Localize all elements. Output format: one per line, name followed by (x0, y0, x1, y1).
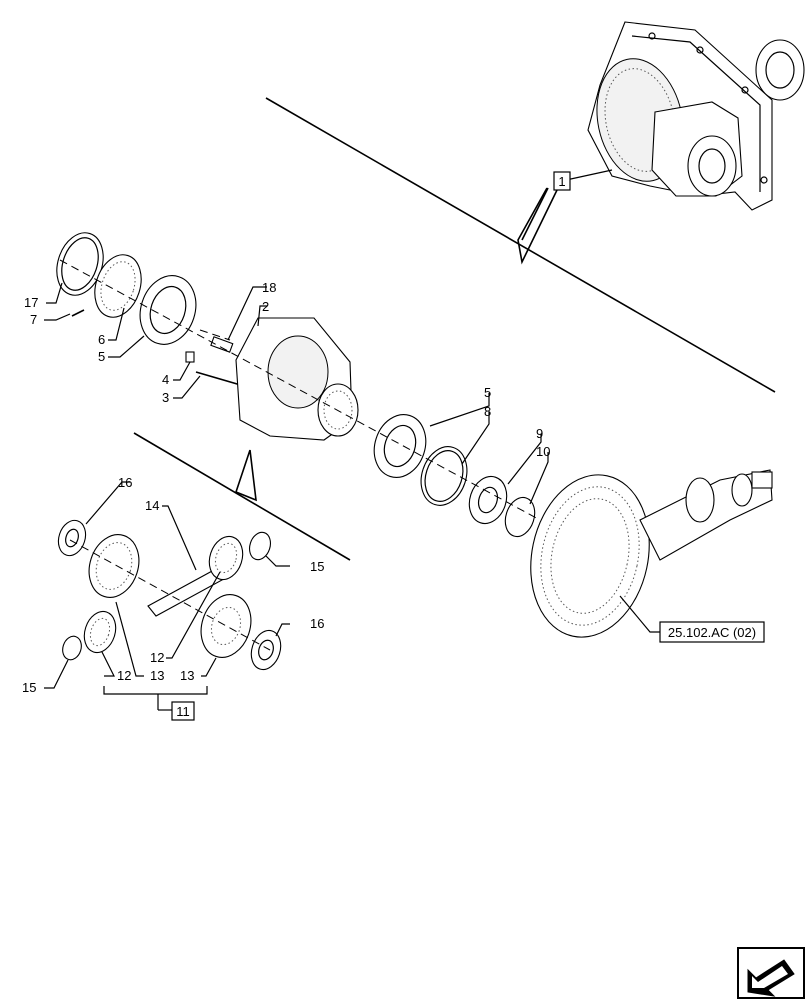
roller-cage-6 (94, 254, 142, 318)
bearing-5-right (373, 414, 427, 478)
callout-15-top: 15 (310, 559, 324, 574)
callout-12-top: 12 (150, 650, 164, 665)
side-gear-13-left (88, 534, 140, 598)
reference-link[interactable]: 25.102.AC (02) (668, 625, 756, 640)
callout-18: 18 (262, 280, 276, 295)
callout-1: 1 (558, 174, 565, 189)
thrust-washer-15-top (249, 531, 271, 561)
next-page-arrow-icon[interactable] (737, 947, 805, 999)
pinion-gear-12-bottom (83, 610, 117, 654)
callout-7: 7 (30, 312, 37, 327)
callout-17: 17 (24, 295, 38, 310)
callout-14: 14 (145, 498, 159, 513)
callout-labels: 1 17 7 6 5 18 2 4 3 5 8 9 10 16 14 15 16… (22, 171, 765, 721)
callout-5-right: 5 (484, 385, 491, 400)
thrust-washer-16-left (57, 519, 87, 557)
callout-15-bottom: 15 (22, 680, 36, 695)
callout-9: 9 (536, 426, 543, 441)
thrust-washer-16-right (250, 629, 282, 671)
differential-case-2 (235, 317, 359, 441)
differential-assembly-illustration (587, 21, 805, 211)
adjuster-nut-9 (468, 475, 508, 525)
bearing-5-left (139, 275, 197, 345)
group-leader-lines (133, 97, 776, 561)
callout-16-left: 16 (118, 475, 132, 490)
pin-7 (71, 309, 85, 317)
thrust-washer-15-bottom (62, 635, 82, 661)
ring-10 (504, 496, 536, 538)
shaft-3 (195, 371, 245, 387)
callout-10: 10 (536, 444, 550, 459)
callout-16-right: 16 (310, 616, 324, 631)
callout-12-bottom: 12 (117, 668, 131, 683)
callout-leaders (44, 282, 660, 711)
assembly-axis-lines (59, 259, 541, 651)
callout-11: 11 (176, 704, 190, 719)
side-gear-13-right (200, 594, 252, 658)
callout-13-left: 13 (150, 668, 164, 683)
callout-5-left: 5 (98, 349, 105, 364)
pinion-gear-12-top (208, 535, 244, 581)
callout-6: 6 (98, 332, 105, 347)
reference-box[interactable] (659, 621, 765, 643)
callout-3: 3 (162, 390, 169, 405)
snap-ring-17 (56, 232, 104, 296)
callout-8: 8 (484, 404, 491, 419)
callout-box-1 (553, 171, 571, 191)
bolt-18 (210, 336, 234, 353)
callout-box-11 (171, 701, 195, 721)
pin-4 (185, 351, 195, 363)
callout-2: 2 (262, 299, 269, 314)
callout-13-right: 13 (180, 668, 194, 683)
callout-4: 4 (162, 372, 169, 387)
crown-wheel-and-pinion (530, 469, 773, 638)
